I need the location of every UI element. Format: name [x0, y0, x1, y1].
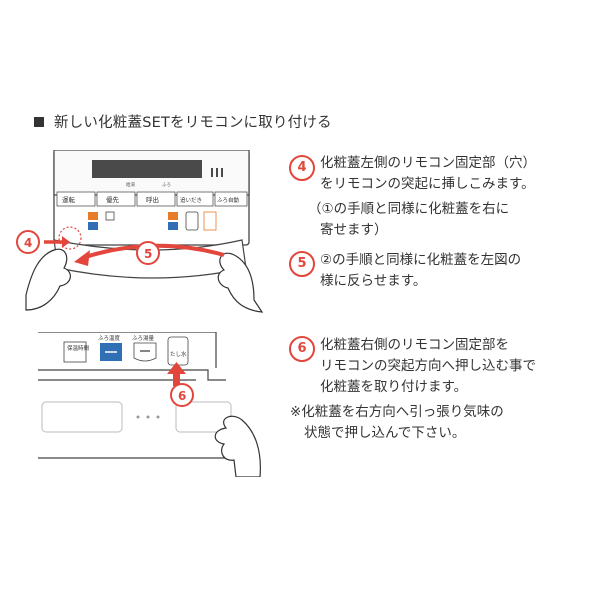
step-4-badge: 4: [289, 155, 315, 181]
step-5-text: ②の手順と同様に化粧蓋を左図の 様に反らせます。: [320, 250, 521, 292]
step-4-line-2: をリモコンの突起に挿しこみます。: [320, 176, 535, 192]
step-4-note-line-1: （①の手順と同様に化粧蓋を右に: [308, 201, 510, 217]
button-furo-jido: [214, 191, 248, 207]
step-6-note-line-2: 状態で押し込んで下さい。: [304, 425, 466, 441]
step-5-line-2: 様に反らせます。: [320, 273, 427, 289]
step-6-badge: 6: [289, 336, 315, 362]
step-6-line-2: リモコンの突起方向へ押し込む事で: [320, 358, 536, 374]
detail-illustration: 保温時間 ふろ温度 ふろ湯量 たし水 6: [36, 332, 261, 477]
pushing-hand: [214, 415, 261, 477]
step-6-line-1: 化粧蓋右側のリモコン固定部を: [320, 337, 509, 353]
button-yusen: [96, 191, 136, 207]
step-6-line-3: 化粧蓋を取り付けます。: [320, 379, 468, 395]
callout-5: 5: [144, 247, 152, 261]
heading-text: 新しい化粧蓋SETをリモコンに取り付ける: [54, 115, 332, 131]
button-unten-label: 運転: [62, 195, 76, 204]
left-hand: [25, 248, 71, 311]
button-unten: [56, 191, 96, 207]
step-5-badge: 5: [289, 251, 315, 277]
remote-label-kyuto: 給湯: [126, 181, 135, 188]
button-oidaki: [176, 191, 214, 207]
bend-arrowhead: [74, 250, 90, 266]
bullet-square-icon: [34, 116, 44, 127]
button-yobidashi: [136, 191, 176, 207]
push-arrow: [173, 370, 180, 386]
focus-circle: [58, 226, 82, 250]
callout-4: 4: [24, 236, 32, 250]
minus-button-blue-2: [168, 222, 178, 230]
tashimizu-button: [203, 211, 217, 231]
step-4-text: 化粧蓋左側のリモコン固定部（穴） をリモコンの突起に挿しこみます。: [320, 153, 536, 195]
label-furo-ondo: ふろ温度: [98, 334, 121, 342]
button-oidaki-label: 追いだき: [180, 196, 202, 204]
button-furo-jido-label: ふろ自動: [217, 196, 240, 204]
callout-6: 6: [178, 389, 186, 403]
plus-button-orange: [88, 212, 98, 220]
button-yusen-label: 優先: [106, 195, 120, 204]
label-tashimizu: たし水: [170, 350, 187, 358]
step-5-line-1: ②の手順と同様に化粧蓋を左図の: [320, 252, 522, 268]
tashimizu-button: [167, 336, 189, 366]
button-yobidashi-label: 呼出: [146, 195, 159, 204]
step-4-line-1: 化粧蓋左側のリモコン固定部（穴）: [320, 155, 536, 171]
right-hand: [217, 252, 264, 313]
plus-button-orange-2: [168, 212, 178, 220]
step-6-text: 化粧蓋右側のリモコン固定部を リモコンの突起方向へ押し込む事で 化粧蓋を取り付け…: [320, 335, 536, 398]
edit-icon: [105, 211, 115, 221]
step-4-note: （①の手順と同様に化粧蓋を右に 寄せます）: [308, 199, 509, 241]
step-6-note: ※化粧蓋を右方向へ引っ張り気味の 状態で押し込んで下さい。: [290, 402, 504, 444]
minus-button-blue: [88, 222, 98, 230]
step-4-note-line-2: 寄せます）: [320, 222, 388, 238]
pm-button: [185, 211, 199, 231]
step-6-note-line-1: ※化粧蓋を右方向へ引っ張り気味の: [290, 404, 504, 420]
label-hoon: 保温時間: [67, 344, 90, 352]
remote-label-furo: ふろ: [162, 182, 171, 188]
furo-yuryo-button: [133, 342, 157, 362]
remote-illustration: 給湯 ふろ 運転 優先 呼出 追いだき ふろ自動 4 5: [16, 150, 264, 313]
section-heading: 新しい化粧蓋SETをリモコンに取り付ける: [34, 111, 332, 132]
label-furo-yuryo: ふろ湯量: [132, 334, 155, 342]
